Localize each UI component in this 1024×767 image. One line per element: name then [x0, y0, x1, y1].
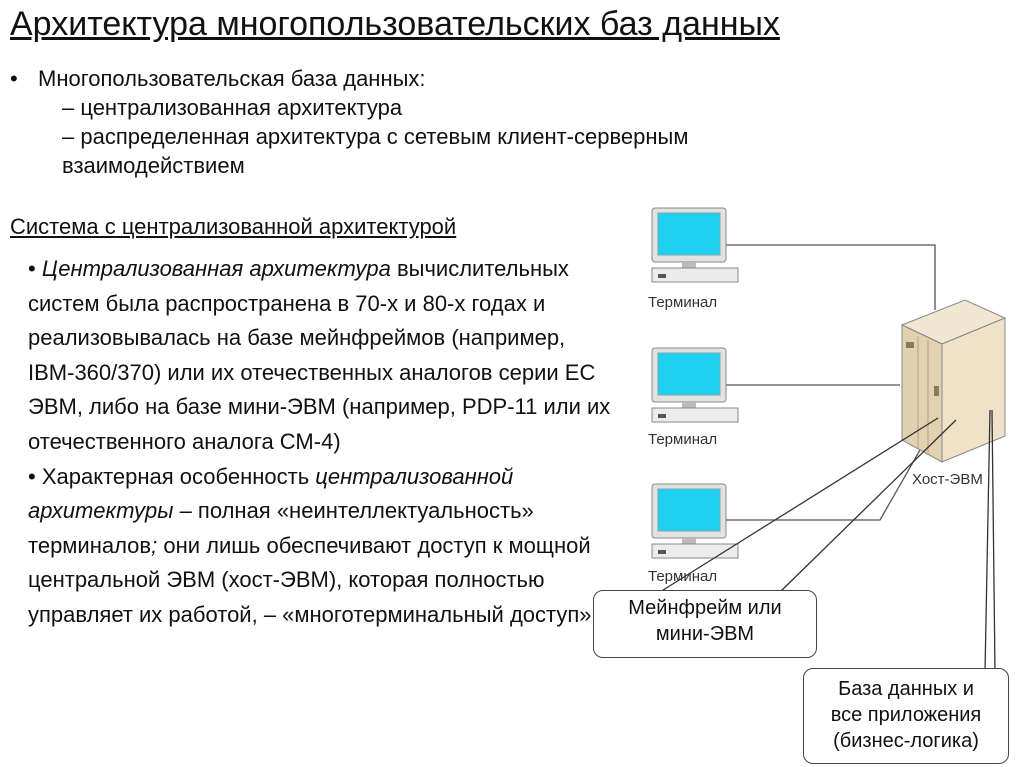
p1-bullet: •	[28, 256, 42, 281]
section-heading: Система с централизованной архитектурой	[10, 214, 457, 239]
intro-subitem: – распределенная архитектура с сетевым к…	[62, 124, 689, 149]
callout-line: (бизнес-логика)	[833, 730, 979, 752]
p2-semicolon: ;	[151, 532, 158, 558]
callout-pointers	[659, 409, 996, 673]
terminal-icon	[651, 207, 739, 283]
terminal-label: Терминал	[648, 294, 717, 311]
terminal-icon	[651, 347, 739, 423]
terminal-label: Терминал	[648, 568, 717, 585]
callout-database: База данных и все приложения (бизнес-лог…	[803, 668, 1009, 764]
host-label: Хост-ЭВМ	[912, 471, 983, 488]
intro-bullet: • Многопользовательская база данных:	[10, 64, 910, 93]
intro-subitem: – централизованная архитектура	[62, 95, 403, 120]
connection-line-3	[725, 449, 921, 521]
p2-text-b: – полная «неинтеллектуальность» терминал…	[28, 498, 534, 558]
callout-line: База данных и	[838, 678, 974, 700]
p1-italic: Централизованная архитектура	[41, 256, 391, 281]
p2-bullet: •	[28, 463, 42, 489]
p2-italic: централизованной архитектуры	[28, 463, 514, 524]
intro-main-text: Многопользовательская база данных:	[38, 66, 426, 91]
terminal-label: Терминал	[648, 431, 717, 448]
callout-mainframe: Мейнфрейм или мини-ЭВМ	[593, 590, 817, 658]
p2-text-a: Характерная особенность	[41, 463, 316, 489]
slide-title: Архитектура многопользовательских баз да…	[10, 5, 780, 43]
p2-text-c: они лишь обеспечивают доступ к мощной це…	[28, 532, 592, 627]
intro-subitem: взаимодействием	[62, 153, 245, 178]
terminal-icon	[651, 483, 739, 559]
intro-list: • Многопользовательская база данных: – ц…	[10, 64, 910, 180]
body-text: • Централизованная архитектура вычислите…	[28, 252, 614, 633]
connection-line-1	[725, 244, 936, 310]
p1-text: вычислительных систем была распространен…	[28, 256, 611, 454]
callout-line: все приложения	[830, 704, 982, 726]
callout-line: Мейнфрейм или	[628, 597, 782, 619]
architecture-diagram: Терминал Терминал Терминал Хост-ЭВМ	[648, 207, 1007, 673]
callout-line: мини-ЭВМ	[655, 623, 755, 645]
connection-lines	[725, 244, 936, 521]
bullet-marker: •	[10, 66, 18, 91]
